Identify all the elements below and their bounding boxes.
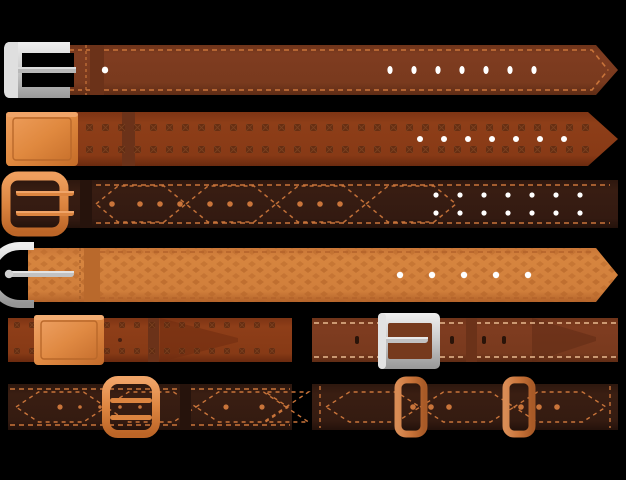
- belt-5-hole: [118, 338, 122, 342]
- belt-7-buckle-double-prong[interactable]: [102, 376, 160, 438]
- belt-2-holes: [417, 136, 567, 142]
- belt-7-short-dark-orange-double-prong[interactable]: [0, 376, 311, 438]
- belt-3-dots: [109, 201, 343, 207]
- belt-2-keeper-loop: [122, 112, 135, 166]
- belt-6-buckle-silver-square[interactable]: [378, 313, 440, 369]
- belt-1-buckle-silver-square[interactable]: [4, 42, 76, 98]
- belt-8-ring-loop-1[interactable]: [394, 376, 428, 438]
- belt-3-keeper-loop: [80, 180, 92, 228]
- belt-1-holes: [101, 66, 537, 74]
- belt-8-dots: [410, 404, 560, 410]
- belt-4-buckle-silver-d-ring[interactable]: [0, 242, 74, 308]
- belt-1-keeper-loop: [90, 45, 104, 95]
- belt-8-ring-loop-2[interactable]: [502, 376, 536, 438]
- belt-3-holes: [433, 192, 583, 216]
- belt-1-stitch-bottom: [104, 69, 609, 91]
- belt-6-tip-overlay: [532, 318, 596, 362]
- belt-1-classic-brown-silver-buckle[interactable]: [0, 36, 626, 106]
- belt-2-buckle-orange-plate[interactable]: [6, 112, 78, 166]
- belt-3-x-stitch-pattern: [94, 185, 458, 223]
- belt-1-stitch-top: [104, 49, 609, 71]
- belt-8-strap: [312, 384, 618, 430]
- belt-3-buckle-double-prong[interactable]: [1, 171, 74, 237]
- belt-7-dots: [57, 404, 265, 410]
- belt-6-short-brown-silver-square-buckle[interactable]: [306, 310, 626, 372]
- belt-5-buckle-orange-plate[interactable]: [34, 315, 104, 365]
- belt-5-keeper-loop: [148, 318, 159, 362]
- belt-4-tan-textured-silver-d-buckle[interactable]: [0, 240, 626, 310]
- belt-4-texture: [28, 248, 618, 302]
- belt-6-keeper-loop: [466, 318, 477, 362]
- belt-1-strap: [20, 45, 618, 95]
- belt-3-strap: [8, 180, 618, 228]
- belt-7-strap: [8, 384, 292, 430]
- belt-3-dark-brown-orange-double-prong[interactable]: [0, 171, 626, 237]
- belt-5-short-studded-orange-plate-buckle[interactable]: [0, 312, 300, 370]
- belt-2-studded-brown-orange-plate-buckle[interactable]: [0, 106, 626, 172]
- belt-8-x-stitch-pattern: [324, 391, 608, 423]
- belt-4-keeper-loop: [84, 248, 100, 302]
- belt-7-keeper-loop: [180, 384, 191, 430]
- belt-4-holes: [396, 271, 532, 279]
- belt-2-strap: [8, 112, 618, 166]
- belt-8-short-dark-double-rect-loops[interactable]: [306, 376, 626, 438]
